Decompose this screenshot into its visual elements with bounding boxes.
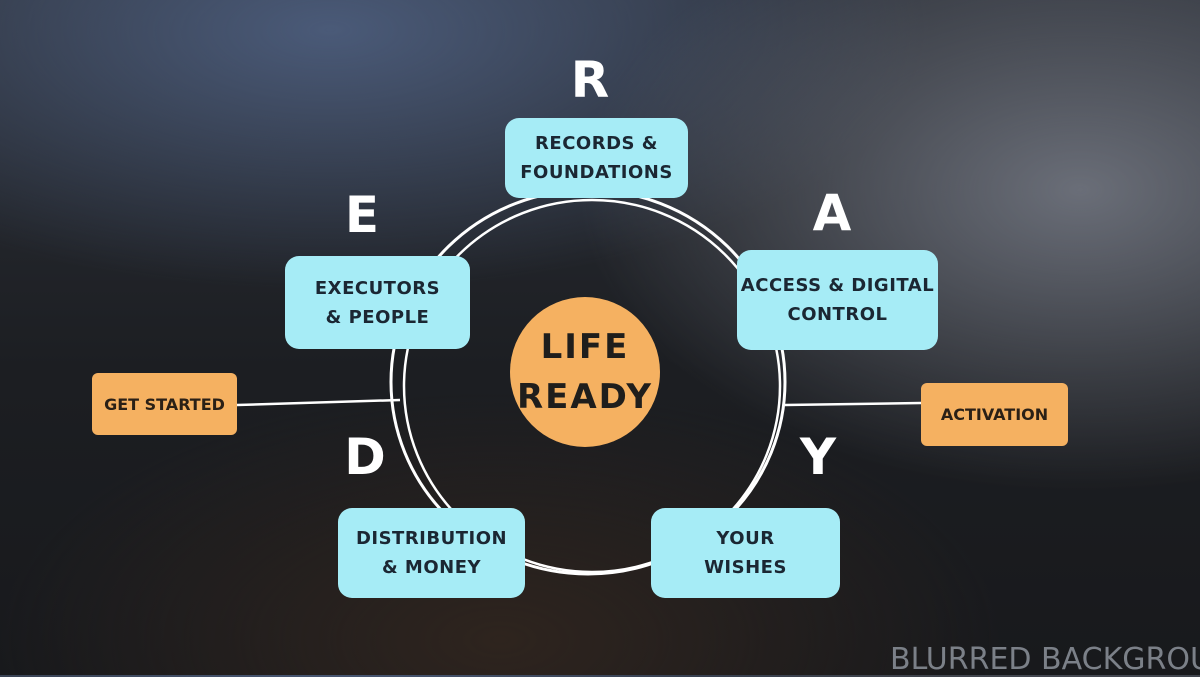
connector-activation [784,401,922,407]
hub-line-1: LIFE [540,327,630,367]
step-distribution-money[interactable]: DISTRIBUTION & MONEY [338,508,525,598]
letter-r: R [570,51,610,109]
activation-button[interactable]: ACTIVATION [921,383,1068,446]
letter-y: Y [799,428,837,486]
step-access-digital-control[interactable]: ACCESS & DIGITAL CONTROL [737,250,938,350]
step-records-foundations[interactable]: RECORDS & FOUNDATIONS [505,118,688,198]
connector-get-started [236,398,401,407]
life-ready-hub: LIFE READY [510,297,660,447]
letter-d: D [344,428,386,486]
step-your-wishes[interactable]: YOUR WISHES [651,508,840,598]
letter-a: A [812,184,852,242]
watermark: BLURRED BACKGROUND [890,642,1200,677]
get-started-button[interactable]: GET STARTED [92,373,237,435]
letter-e: E [344,186,380,244]
hub-line-2: READY [516,377,654,417]
step-executors-people[interactable]: EXECUTORS & PEOPLE [285,256,470,349]
